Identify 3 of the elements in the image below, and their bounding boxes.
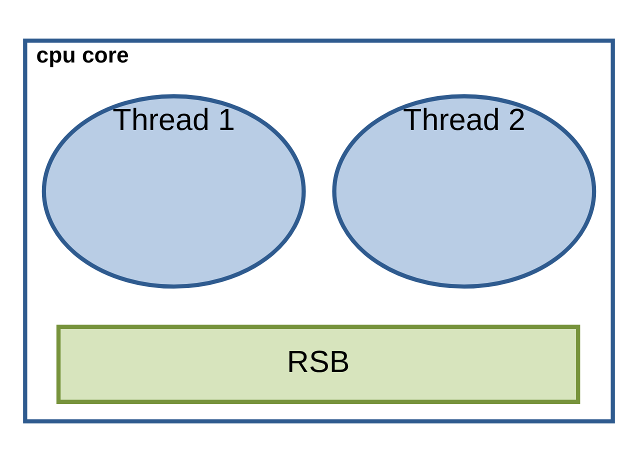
- node-box: RSB: [56, 324, 580, 404]
- node-ellipse: Thread 1: [42, 94, 306, 288]
- node-ellipse: Thread 2: [332, 94, 596, 288]
